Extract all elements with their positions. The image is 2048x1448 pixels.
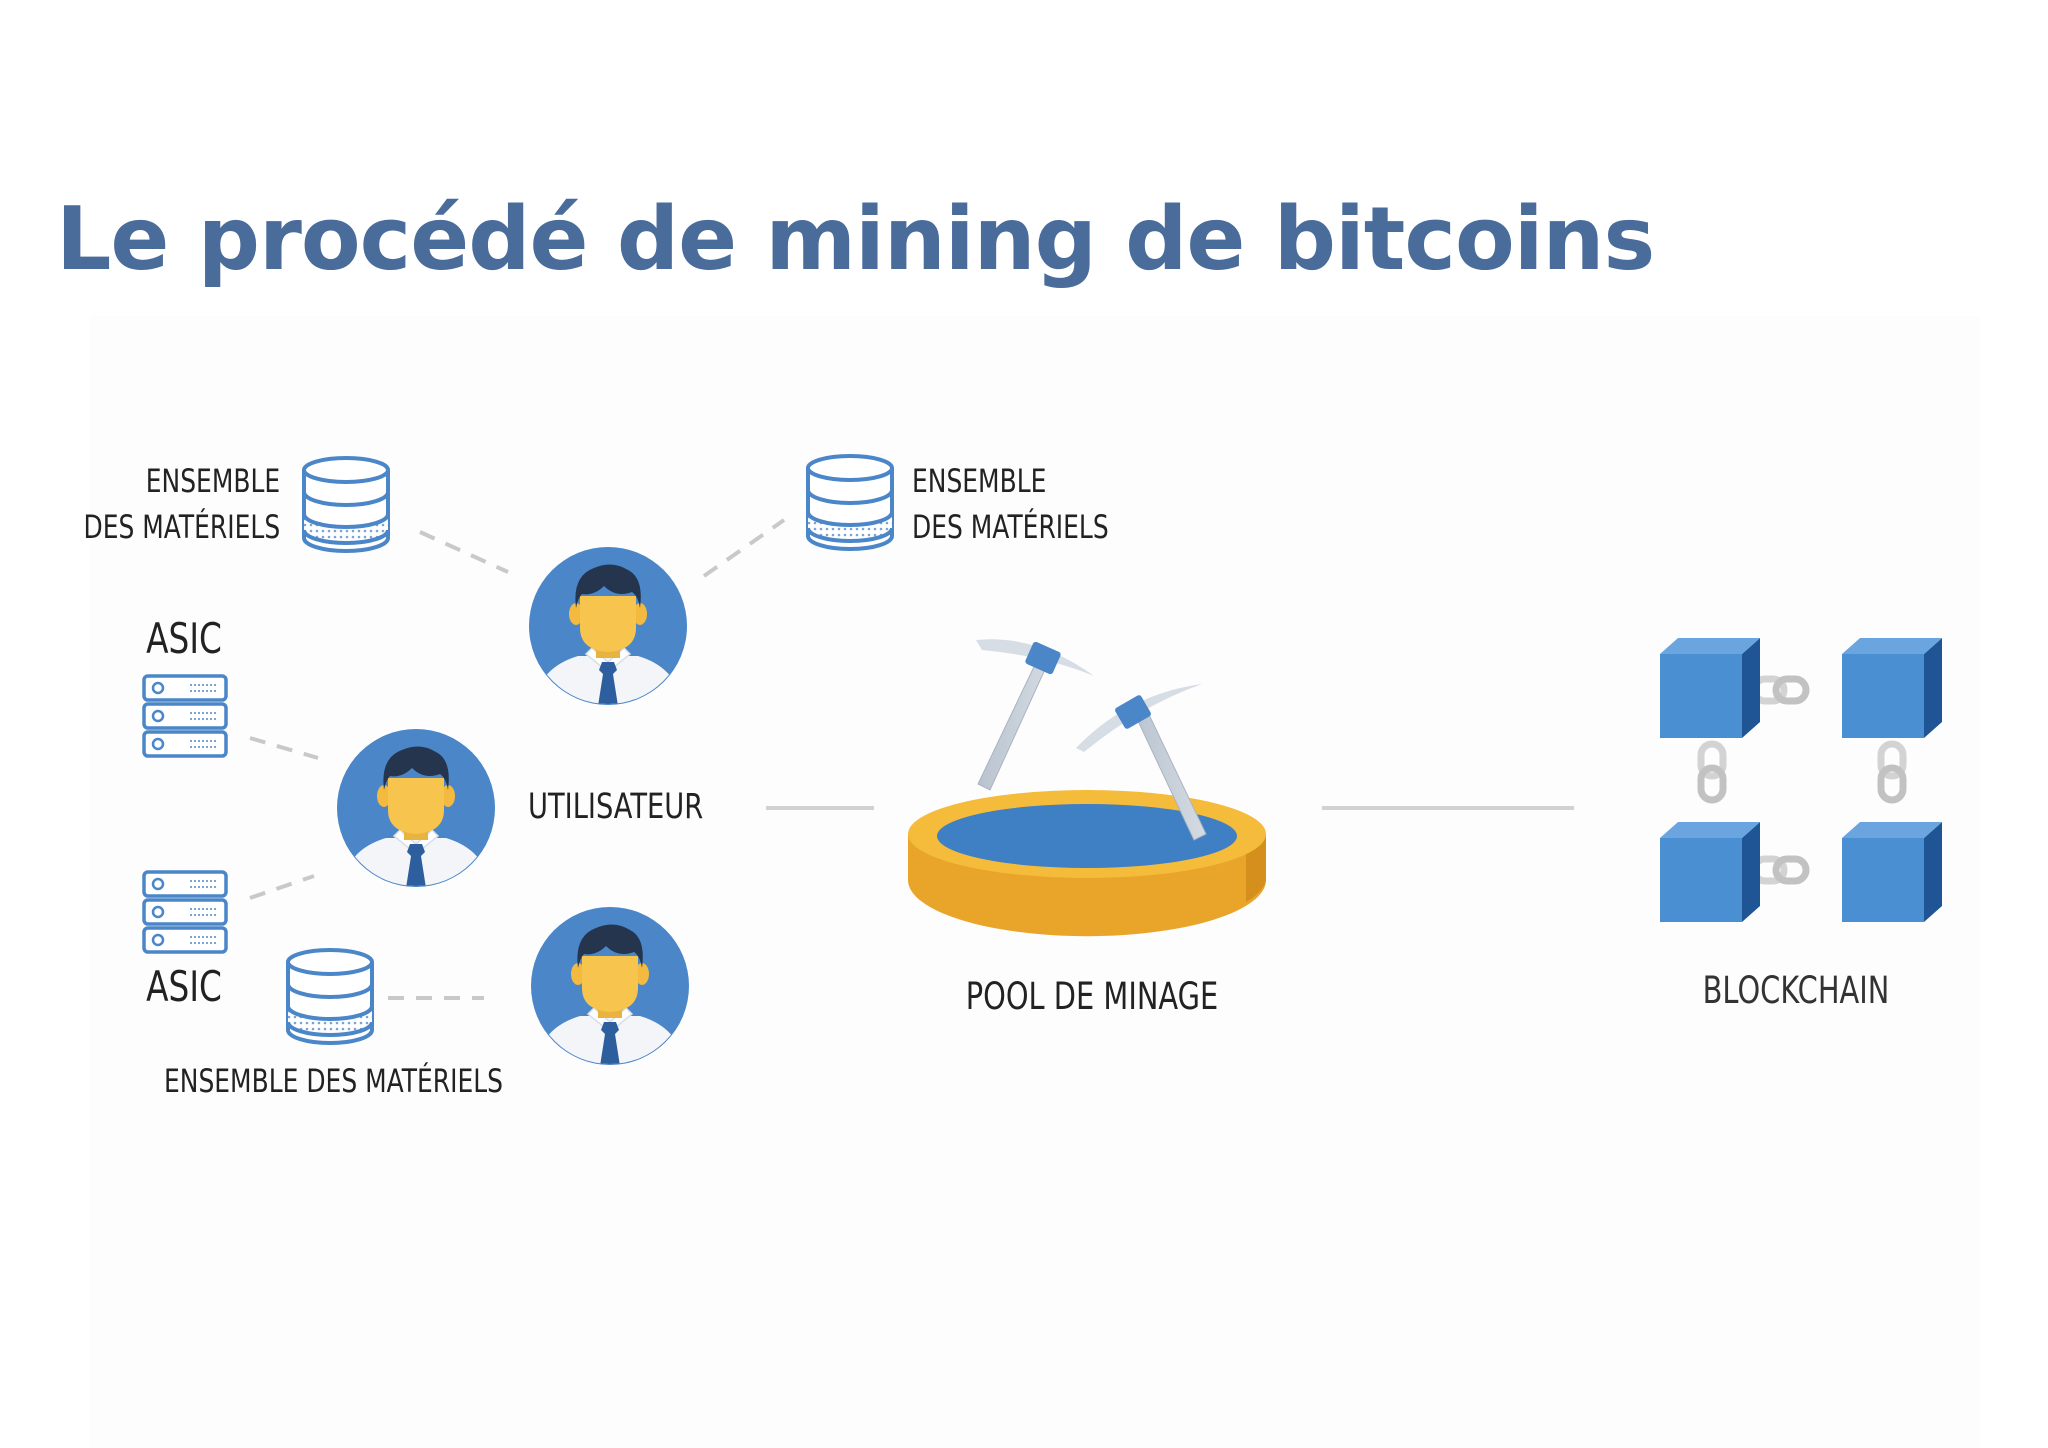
- page-title: Le procédé de mining de bitcoins: [56, 188, 1655, 290]
- pickaxe-icon: [976, 639, 1094, 791]
- pickaxe-icon: [1076, 684, 1207, 841]
- label-utilisateur: UTILISATEUR: [528, 787, 704, 827]
- chain-link-icon: [1701, 744, 1723, 800]
- blockchain-block-icon: [1842, 638, 1942, 738]
- label-asic-top: ASIC: [146, 614, 222, 663]
- label-ensemble-top-left: ENSEMBLE DES MATÉRIELS: [83, 462, 280, 546]
- chain-link-icon: [1881, 744, 1903, 800]
- user-avatar-icon: [337, 729, 495, 888]
- blockchain-graphic: [1660, 638, 1942, 922]
- label-ensemble-bottom: ENSEMBLE DES MATÉRIELS: [164, 1062, 504, 1100]
- database-icon: [286, 948, 374, 1045]
- chain-link-icon: [1754, 859, 1806, 881]
- server-rack-icon: [142, 870, 228, 954]
- connector-lines: [249, 518, 1574, 1000]
- label-pool-de-minage: POOL DE MINAGE: [965, 975, 1219, 1018]
- label-asic-bottom: ASIC: [146, 962, 222, 1011]
- label-ensemble-top-right: ENSEMBLE DES MATÉRIELS: [912, 462, 1109, 546]
- mining-pool-icon: [908, 639, 1266, 937]
- label-blockchain: BLOCKCHAIN: [1702, 969, 1890, 1012]
- blockchain-block-icon: [1842, 822, 1942, 922]
- database-icon: [806, 454, 894, 551]
- chain-link-icon: [1754, 679, 1806, 701]
- blockchain-block-icon: [1660, 822, 1760, 922]
- database-icon: [302, 456, 390, 553]
- server-rack-icon: [142, 674, 228, 758]
- user-avatar-icon: [531, 907, 689, 1066]
- user-avatar-icon: [529, 547, 687, 706]
- blockchain-block-icon: [1660, 638, 1760, 738]
